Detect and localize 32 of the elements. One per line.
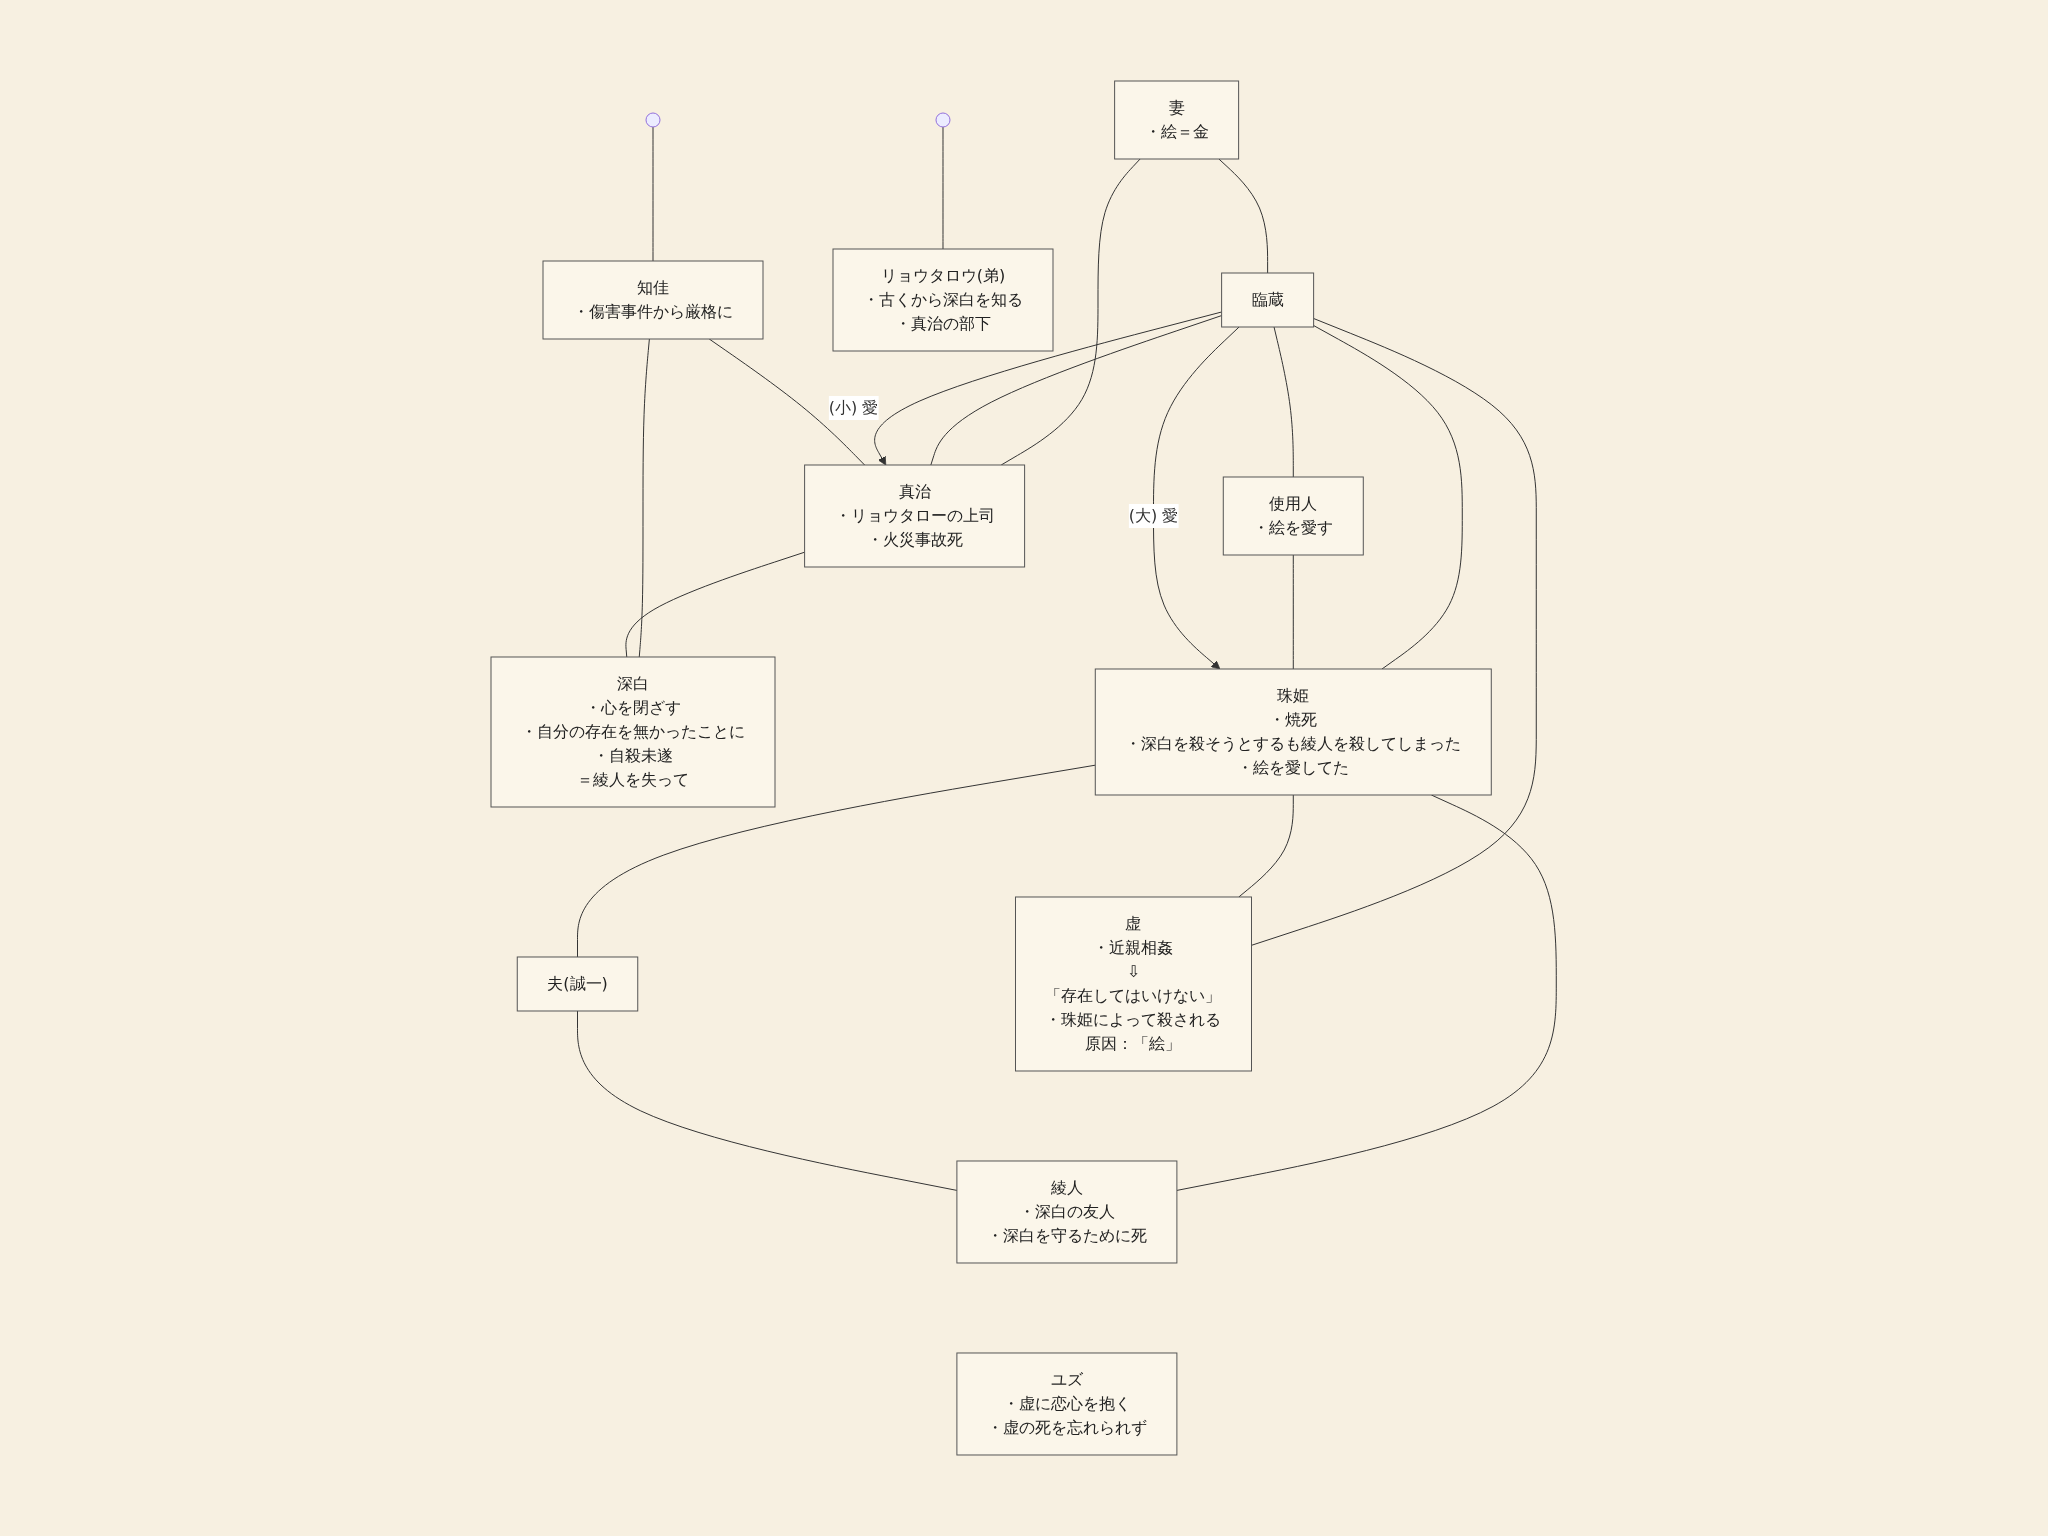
connector: [577, 1010, 958, 1191]
connector: [1251, 318, 1538, 946]
node-box: [804, 464, 1026, 568]
connector: [930, 315, 1223, 466]
connector: [652, 126, 654, 262]
node-box: [956, 1160, 1178, 1264]
connector: [625, 551, 806, 658]
connector: [1238, 794, 1295, 898]
node-box: [517, 956, 639, 1012]
node-box: [542, 260, 764, 340]
node-box: [1015, 896, 1253, 1072]
connector: [577, 764, 1097, 958]
connector: [1293, 554, 1295, 670]
connector: [1273, 326, 1295, 478]
node-box: [1221, 272, 1315, 328]
edge-label: (小) 愛: [829, 398, 879, 417]
node-box: [1223, 476, 1365, 556]
edge-label: (大) 愛: [1129, 506, 1179, 525]
connector: [1313, 325, 1464, 670]
arrow: [874, 311, 1223, 466]
connector: [1218, 158, 1269, 274]
connector: [1176, 794, 1558, 1191]
connector: [639, 338, 651, 658]
node-box: [1114, 80, 1240, 160]
connector: [1001, 158, 1141, 466]
connector: [709, 338, 866, 466]
node-box: [832, 248, 1054, 352]
arrow: [1153, 326, 1240, 670]
node-box: [490, 656, 776, 808]
node-box: [1095, 668, 1493, 796]
node-box: [956, 1352, 1178, 1456]
connector: [942, 126, 944, 250]
